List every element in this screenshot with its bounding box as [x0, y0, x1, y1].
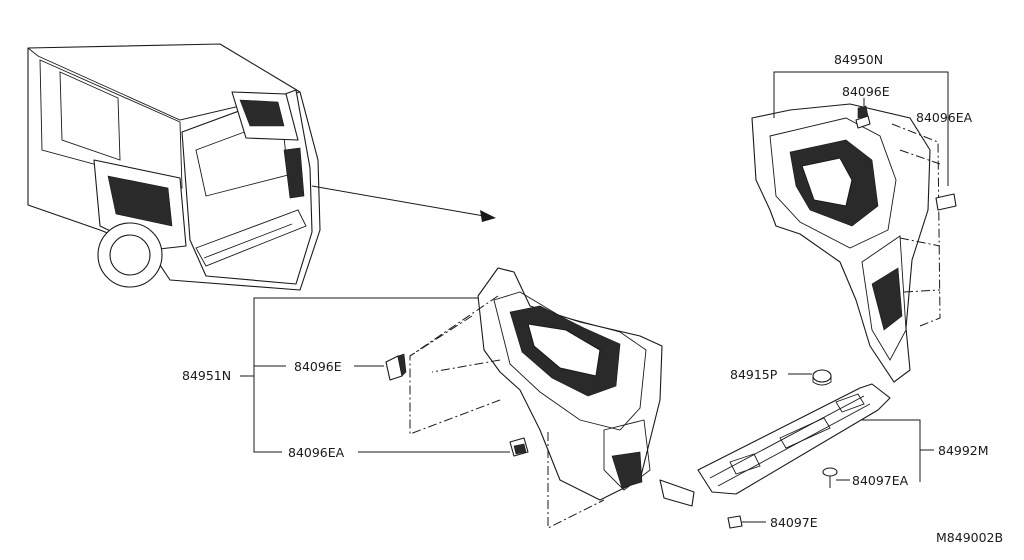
cap-84915P [812, 369, 832, 386]
label-84096EA-left: 84096EA [288, 445, 345, 460]
van-rear-illustration [27, 43, 321, 291]
label-84096E-top: 84096E [842, 84, 890, 99]
diagram-code: M849002B [936, 530, 1003, 545]
label-84915P: 84915P [730, 367, 778, 382]
label-84097EA: 84097EA [852, 473, 909, 488]
clip-84097E [727, 515, 743, 529]
clip-84096E-left [385, 353, 407, 381]
label-84097E: 84097E [770, 515, 818, 530]
label-84950N: 84950N [834, 52, 883, 67]
label-84951N: 84951N [182, 368, 231, 383]
label-84096EA-top: 84096EA [916, 110, 973, 125]
clip-84097EA [822, 467, 838, 488]
label-84096E-left: 84096E [294, 359, 342, 374]
clip-84096E-top [855, 105, 871, 129]
label-84992M: 84992M [938, 443, 989, 458]
upper-trim-panel-84950N [751, 103, 941, 383]
clip-84096EA-left [509, 437, 529, 457]
leader-lines [240, 71, 949, 523]
clip-84096EA-top [935, 193, 957, 211]
pointer-arrow [311, 185, 496, 222]
lower-trim-panel-84951N [409, 267, 695, 529]
step-plate-84992M [697, 383, 891, 495]
